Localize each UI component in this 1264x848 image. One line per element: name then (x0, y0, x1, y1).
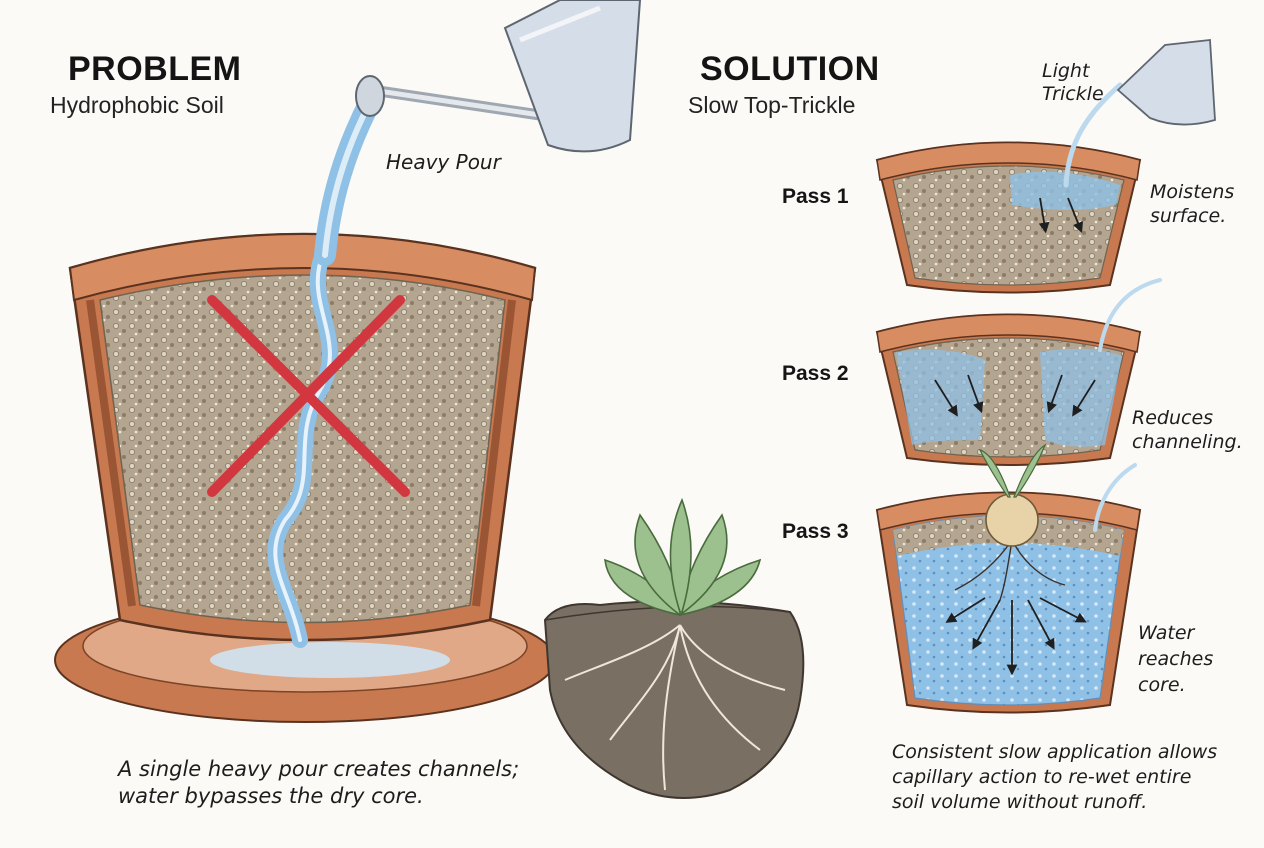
pass-1-note: Moistens surface. (1150, 181, 1235, 227)
pass-3-note: Water reaches core. (1138, 622, 1214, 696)
pass-2-note: Reduces channeling. (1132, 407, 1243, 453)
watering-can-large (355, 0, 642, 153)
heavy-pour-label: Heavy Pour (386, 150, 501, 174)
pass-3-label: Pass 3 (782, 520, 849, 543)
succulent-cross-section (543, 497, 805, 799)
solution-caption: Consistent slow application allows capil… (892, 741, 1218, 813)
light-trickle-stream-2 (1098, 278, 1162, 352)
heavy-pour-stream (314, 87, 383, 266)
pass-1-label: Pass 1 (782, 185, 849, 208)
problem-caption: A single heavy pour creates channels; wa… (118, 757, 520, 808)
pass-2-label: Pass 2 (782, 362, 849, 385)
light-trickle-stream-1 (1063, 82, 1123, 188)
problem-subheading: Hydrophobic Soil (50, 92, 224, 118)
solution-pot-3 (875, 443, 1142, 714)
watering-can-small (1116, 39, 1216, 126)
solution-heading: SOLUTION (700, 50, 880, 88)
solution-pot-1 (875, 141, 1142, 294)
light-trickle-label: Light Trickle (1042, 60, 1104, 105)
light-trickle-stream-3 (1093, 463, 1137, 532)
red-cross-mark (207, 295, 410, 497)
solution-pot-2 (875, 313, 1142, 466)
problem-heading: PROBLEM (68, 50, 242, 88)
solution-subheading: Slow Top-Trickle (688, 92, 856, 118)
